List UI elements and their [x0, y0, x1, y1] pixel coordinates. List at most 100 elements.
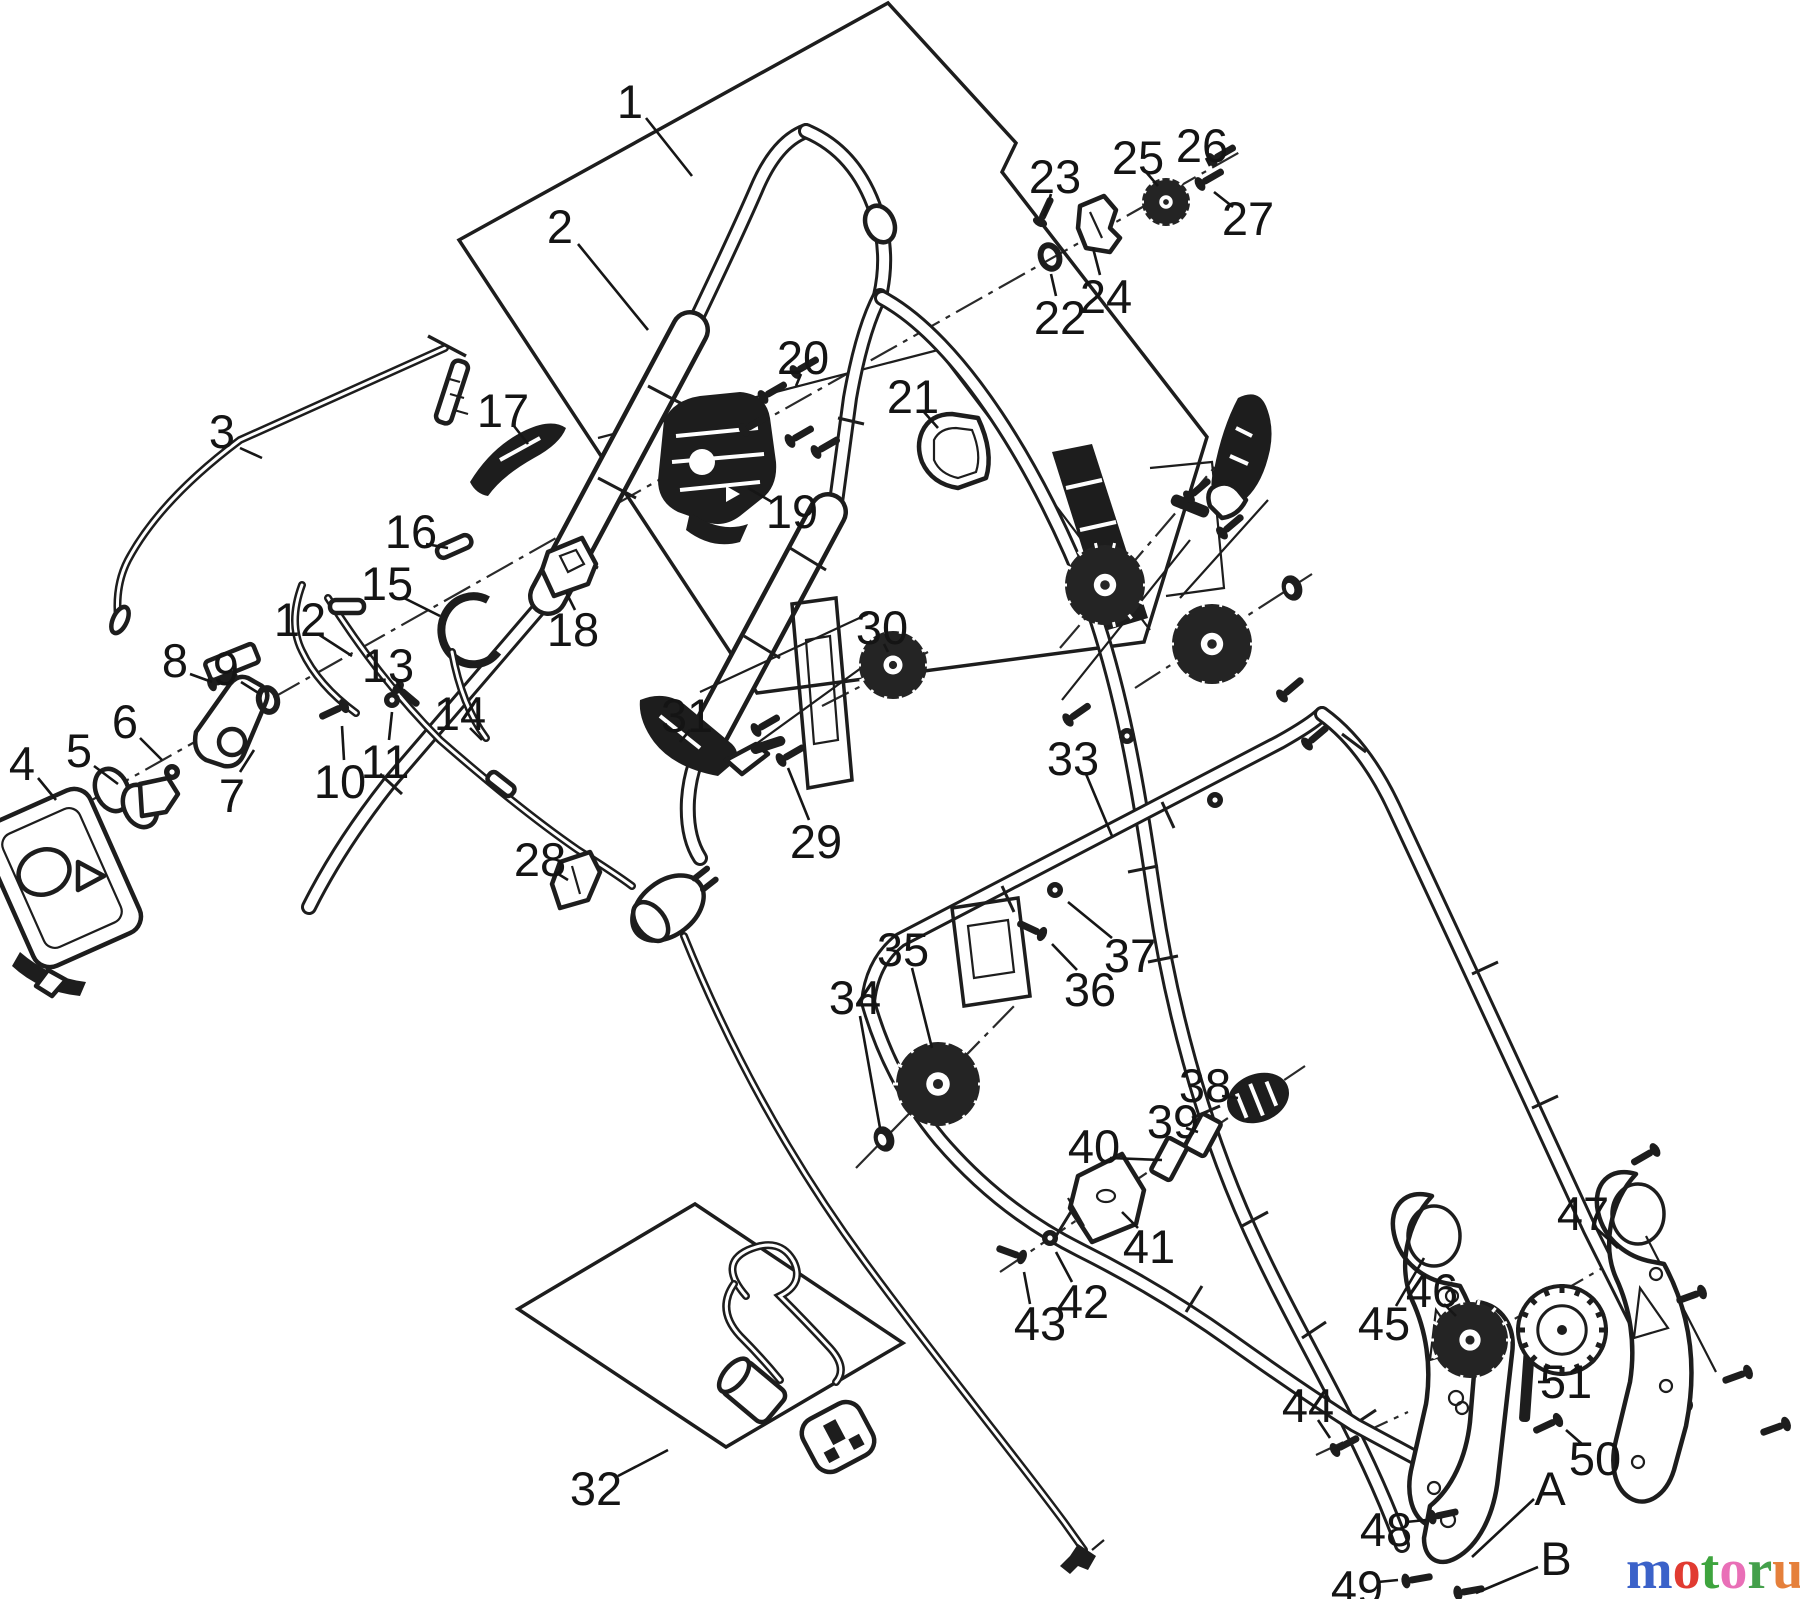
- leader-line: [1145, 171, 1159, 187]
- leader-line: [1084, 773, 1114, 837]
- knurled-wheel-icon: [1169, 601, 1255, 687]
- cable-hook: [437, 592, 502, 742]
- part-number-label: 30: [856, 601, 908, 654]
- knurled-wheel-icon: [893, 1039, 983, 1129]
- part-number-label: B: [1540, 1532, 1571, 1585]
- coiled-cord: [722, 1241, 845, 1386]
- part-number-label: 31: [661, 689, 713, 742]
- part-number-label: 10: [314, 755, 366, 808]
- screw-icon: [1400, 1568, 1434, 1590]
- leader-line: [240, 680, 261, 696]
- handle-clamp: [916, 411, 991, 491]
- part-number-label: 45: [1358, 1297, 1410, 1350]
- part-number-label: 15: [361, 557, 413, 610]
- screw-icon: [316, 697, 352, 725]
- knurled-wheel-icon: [1062, 542, 1148, 628]
- leader-line: [564, 591, 577, 611]
- part-number-label: A: [1534, 1462, 1566, 1515]
- cable-guide-clip: [539, 535, 599, 599]
- knurled-wheel-icon: [856, 628, 930, 702]
- leader-line: [387, 711, 394, 741]
- part-number-label: 16: [385, 505, 437, 558]
- leader-line: [1121, 1211, 1139, 1229]
- cord-cap: [716, 1356, 788, 1425]
- part-number-label: 4: [9, 737, 35, 790]
- long-cord: [680, 932, 1105, 1574]
- knurled-wheel-icon: [1139, 175, 1193, 229]
- part-number-label: 36: [1064, 963, 1116, 1016]
- leader-line: [1475, 1565, 1539, 1595]
- part-number-label: 5: [66, 724, 92, 777]
- leader-line: [617, 1448, 669, 1478]
- screw-icon: [1720, 1363, 1755, 1389]
- leader-line: [1221, 1094, 1239, 1100]
- leader-line: [747, 486, 773, 504]
- nut-icon: [1042, 1230, 1058, 1246]
- leader-line: [1595, 1227, 1619, 1249]
- part-number-label: 20: [777, 331, 829, 384]
- leader-line: [1054, 1251, 1074, 1283]
- part-number-label: 22: [1034, 291, 1086, 344]
- clamp-plate-outline: [1149, 460, 1226, 598]
- leader-line: [794, 373, 803, 387]
- knurled-knobs: [856, 175, 1608, 1381]
- leader-line: [340, 725, 346, 761]
- leader-line: [1049, 273, 1058, 297]
- part-number-label: 29: [790, 815, 842, 868]
- leader-line: [1443, 1303, 1457, 1317]
- tension-lever: [470, 423, 566, 496]
- leader-line: [1565, 1429, 1583, 1445]
- crossbar-slot-plate: [950, 896, 1032, 1008]
- uk-plug: [799, 1399, 877, 1475]
- cable-guide-rod: [109, 334, 471, 636]
- part-number-label: 35: [877, 923, 929, 976]
- rail-end-bracket: [790, 596, 854, 791]
- leader-line: [1213, 190, 1234, 209]
- part-number-label: 19: [766, 485, 818, 538]
- square-washer: [1149, 1135, 1189, 1183]
- part-number-label: 28: [514, 833, 566, 886]
- screw-icon: [1060, 698, 1095, 729]
- part-number-label: 3: [209, 405, 235, 458]
- part-number-label: 24: [1080, 270, 1132, 323]
- leader-line: [858, 1015, 882, 1129]
- part-number-label: 13: [362, 639, 414, 692]
- cable-clip: [549, 849, 603, 911]
- part-number-label: 12: [274, 593, 326, 646]
- part-number-label: 37: [1104, 929, 1156, 982]
- control-cable: [291, 581, 636, 890]
- leader-line: [1394, 1257, 1426, 1307]
- switch-control-block: [658, 392, 777, 545]
- locking-lever: [639, 695, 786, 777]
- cord-kit-box: [514, 1201, 907, 1475]
- leader-line: [239, 446, 263, 460]
- part-number-label: 6: [112, 695, 138, 748]
- part-number-label: 39: [1147, 1095, 1199, 1148]
- leader-line: [139, 737, 163, 761]
- part-number-label: 42: [1057, 1275, 1109, 1328]
- leader-line: [36, 777, 58, 801]
- cable-bracket: [1075, 193, 1123, 255]
- leader-line: [1067, 900, 1113, 940]
- part-number-label: 44: [1282, 1379, 1334, 1432]
- screw-icon: [748, 710, 784, 739]
- screw-icon: [782, 421, 818, 450]
- cap-nut-icon: [1278, 572, 1306, 604]
- part-number-label: 41: [1123, 1220, 1175, 1273]
- part-number-label: 51: [1540, 1355, 1592, 1408]
- cable-junction-box: [1067, 1151, 1147, 1245]
- leader-line: [1091, 247, 1102, 276]
- part-number-label: 50: [1569, 1432, 1621, 1485]
- leader-line: [910, 967, 934, 1049]
- upper-handlebar: [301, 123, 898, 915]
- knurled-wheel-icon: [1429, 1299, 1511, 1381]
- screw-icon: [1530, 1411, 1566, 1439]
- locking-pin: [434, 532, 474, 561]
- screw-icon: [1758, 1415, 1793, 1441]
- leader-line: [1051, 943, 1078, 971]
- nut-icon: [384, 692, 400, 708]
- part-number-label: 47: [1557, 1187, 1609, 1240]
- crossbar-end-cap: [862, 203, 898, 245]
